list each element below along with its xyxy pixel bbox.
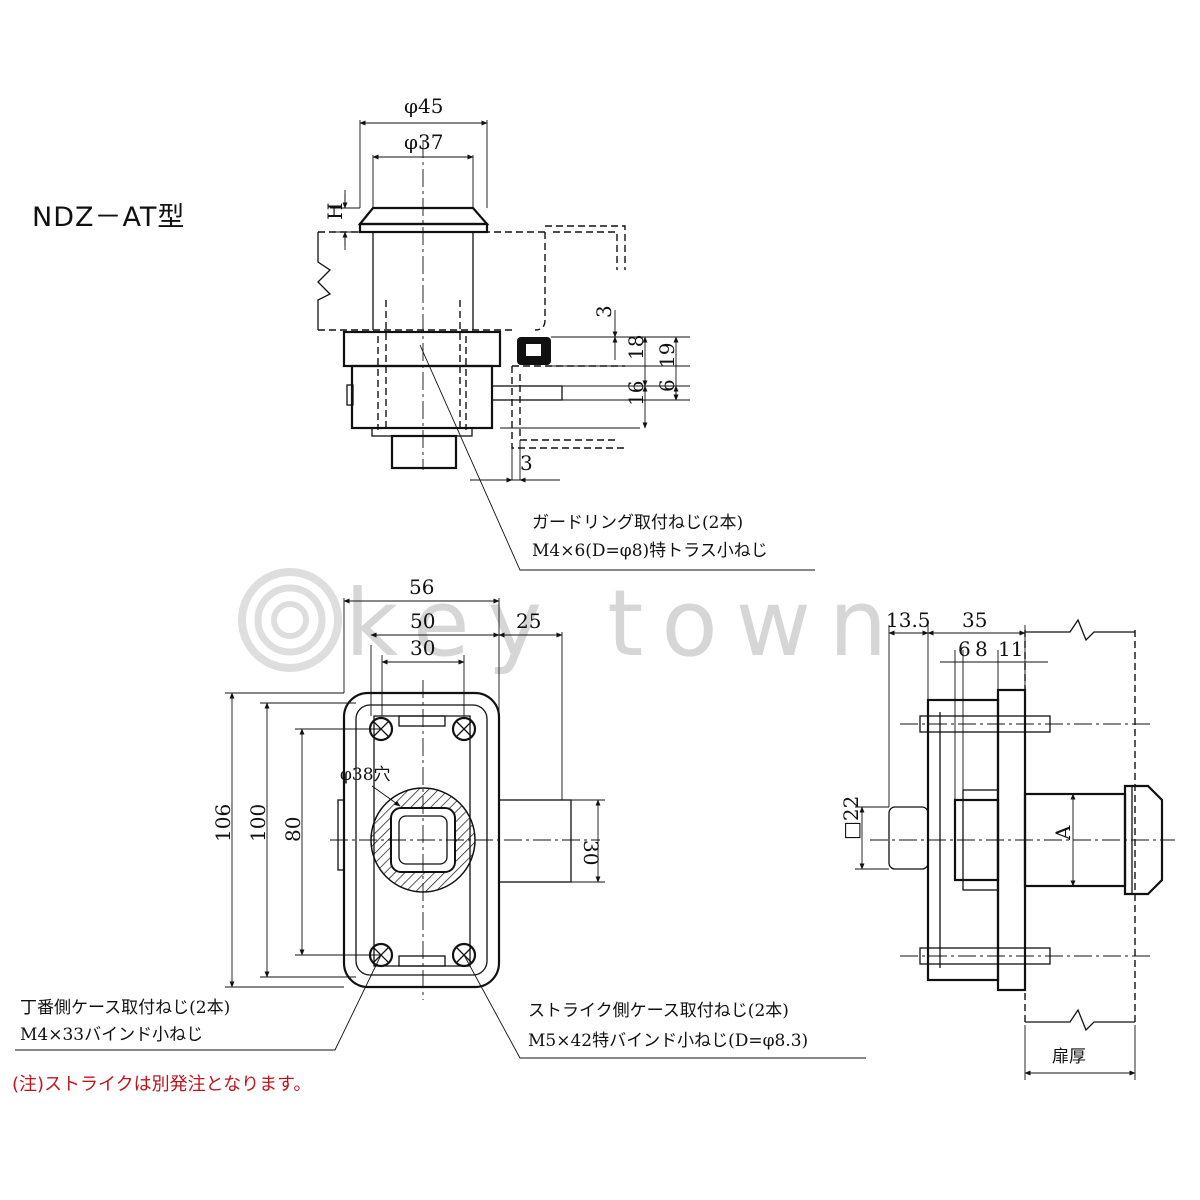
watermark-text: key town (345, 570, 905, 677)
front-view: 56 50 25 30 106 100 80 30 φ38穴 丁番側ケース取付ね… (15, 575, 866, 1059)
hinge-side-screw-spec: M4×33バインド小ねじ (20, 1025, 203, 1045)
dim-35: 35 (962, 608, 987, 632)
door-thickness-label: 扉厚 (1052, 1047, 1086, 1067)
dim-19: 19 (655, 343, 679, 368)
dim-8: 8 (975, 637, 988, 661)
dim-phi45: φ45 (404, 94, 443, 118)
dim-16: 16 (624, 381, 648, 406)
side-view: A □22 13.5 35 6 8 11 扉厚 (839, 608, 1175, 1080)
dim-a: A (1051, 825, 1075, 841)
dim-50: 50 (410, 609, 435, 633)
dim-3b: 3 (520, 451, 533, 475)
dim-phi37: φ37 (404, 130, 443, 154)
model-title: NDZ－AT型 (32, 202, 185, 233)
dim-25: 25 (516, 609, 541, 633)
dim-56: 56 (409, 575, 434, 599)
dim-6-side: 6 (958, 637, 971, 661)
dim-11: 11 (998, 637, 1023, 661)
dim-6: 6 (655, 379, 679, 392)
top-view: φ45 φ37 H 3 18 19 16 6 3 ガードリング取付ねじ(2本) … (317, 94, 815, 571)
dim-30: 30 (410, 636, 435, 660)
dim-13-5: 13.5 (886, 608, 931, 632)
dim-3a: 3 (592, 305, 616, 318)
dim-h: H (323, 203, 347, 220)
hole-label: φ38穴 (340, 765, 391, 785)
dim-80: 80 (281, 817, 305, 842)
dim-100: 100 (246, 804, 270, 842)
strike-side-screw-spec: M5×42特バインド小ねじ(D=φ8.3) (528, 1031, 808, 1051)
dim-sq22: □22 (839, 796, 863, 840)
dim-18: 18 (624, 335, 648, 360)
dim-106: 106 (211, 804, 235, 842)
guard-ring-screw-spec: M4×6(D=φ8)特トラス小ねじ (532, 541, 768, 561)
watermark: key town (238, 568, 905, 677)
strike-order-note: (注)ストライクは別発注となります。 (12, 1074, 311, 1095)
hinge-side-screw-label: 丁番側ケース取付ねじ(2本) (20, 998, 230, 1018)
case-screw-top-right (451, 716, 477, 742)
dim-30-vertical: 30 (579, 840, 603, 865)
guard-ring-screw-label: ガードリング取付ねじ(2本) (532, 513, 743, 533)
strike-side-screw-label: ストライク側ケース取付ねじ(2本) (528, 1001, 789, 1021)
